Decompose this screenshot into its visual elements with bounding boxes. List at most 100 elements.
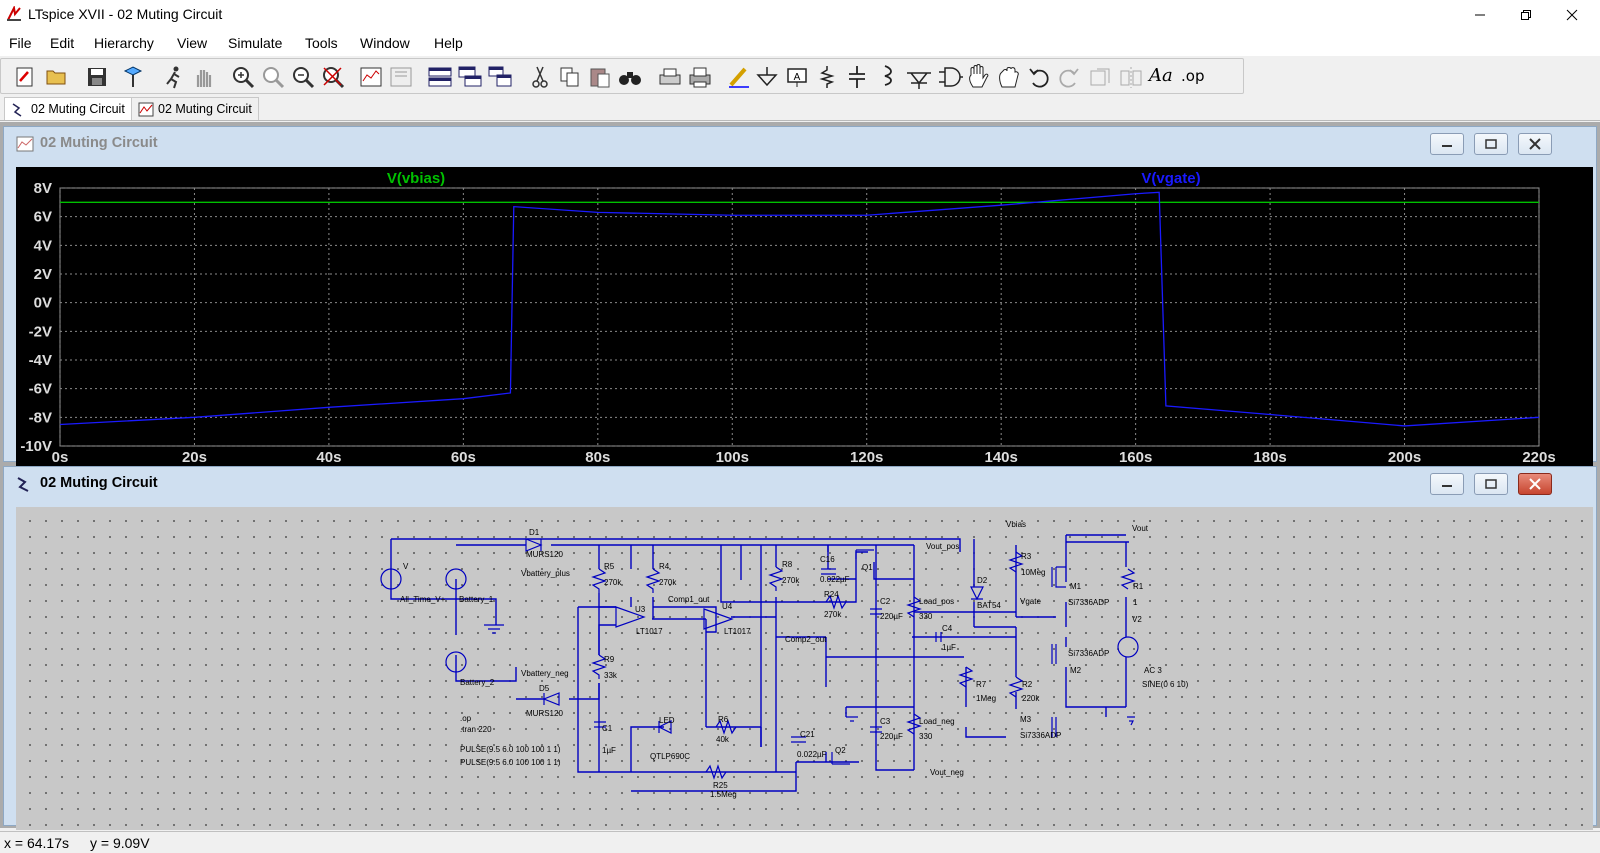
schematic-label: R4 (659, 562, 670, 571)
schematic-label: U3 (635, 605, 646, 614)
y-tick-label: 0V (34, 295, 52, 312)
close-button[interactable] (1549, 0, 1595, 30)
redo-icon[interactable] (1055, 63, 1083, 91)
schematic-maximize-button[interactable] (1474, 473, 1508, 495)
copy-icon[interactable] (556, 63, 584, 91)
y-tick-label: -2V (29, 323, 52, 340)
schematic-label: LED (659, 716, 675, 725)
schematic-label: Vgate (1020, 597, 1041, 606)
control-panel-icon[interactable] (119, 63, 147, 91)
schematic-labels: D1MURS120Vbattery_plusVAll_Time_V+Batter… (400, 520, 1189, 799)
waveform-minimize-button[interactable] (1430, 133, 1464, 155)
schematic-label: 270k (782, 576, 800, 585)
menu-tools[interactable]: Tools (305, 35, 338, 51)
schematic-label: Battery_2 (460, 678, 495, 687)
schematic-label: PULSE(9.5 6.0 100 100 1 1) (460, 745, 561, 754)
schematic-label: .tran 220 (460, 725, 492, 734)
tab-waveform[interactable]: 02 Muting Circuit (131, 97, 259, 120)
inductor-icon[interactable] (873, 63, 901, 91)
title-bar: LTspice XVII - 02 Muting Circuit (0, 0, 1600, 30)
schematic-label: 0.022µF (797, 750, 827, 759)
open-icon[interactable] (43, 63, 71, 91)
restore-button[interactable] (1503, 0, 1549, 30)
schematic-label: QTLP690C (650, 752, 690, 761)
capacitor-icon[interactable] (843, 63, 871, 91)
menu-view[interactable]: View (177, 35, 208, 51)
paste-icon[interactable] (586, 63, 614, 91)
waveform-maximize-button[interactable] (1474, 133, 1508, 155)
minimize-icon (1475, 14, 1485, 16)
plot-frame (59, 187, 1540, 447)
schematic-label: V2 (1132, 615, 1142, 624)
schematic-components (380, 538, 1139, 780)
save-icon[interactable] (83, 63, 111, 91)
zoom-in-icon[interactable] (229, 63, 257, 91)
tile-horizontal-icon[interactable] (426, 63, 454, 91)
menu-hierarchy[interactable]: Hierarchy (94, 35, 154, 51)
undo-icon[interactable] (1025, 63, 1053, 91)
draw-wire-icon[interactable] (725, 63, 753, 91)
run-icon[interactable] (159, 63, 187, 91)
waveform-window-icon (16, 136, 34, 152)
zoom-fit-icon[interactable] (319, 63, 347, 91)
cut-icon[interactable] (526, 63, 554, 91)
drag-icon[interactable] (995, 63, 1023, 91)
schematic-label: R5 (604, 562, 615, 571)
schematic-drawing[interactable]: D1MURS120Vbattery_plusVAll_Time_V+Batter… (16, 507, 1593, 830)
x-tick-label: 0s (52, 449, 69, 466)
autorange-icon[interactable] (357, 63, 385, 91)
menu-simulate[interactable]: Simulate (228, 35, 283, 51)
diode-icon[interactable] (905, 63, 933, 91)
schematic-label: Vbattery_neg (521, 669, 569, 678)
mirror-icon[interactable] (1117, 63, 1145, 91)
document-tabs: 02 Muting Circuit 02 Muting Circuit (0, 97, 1600, 121)
rotate-icon[interactable] (1087, 63, 1115, 91)
component-icon[interactable] (935, 63, 963, 91)
schematic-icon (12, 103, 22, 117)
waveform-close-button[interactable] (1518, 133, 1552, 155)
schematic-label: Q1 (862, 563, 873, 572)
menu-help[interactable]: Help (434, 35, 463, 51)
zoom-out-icon[interactable] (289, 63, 317, 91)
ground-icon[interactable] (753, 63, 781, 91)
minimize-button[interactable] (1457, 0, 1503, 30)
tile-vertical-icon[interactable] (456, 63, 484, 91)
menu-window[interactable]: Window (360, 35, 410, 51)
schematic-window-icon (17, 477, 29, 492)
schematic-label: Si7336ADP (1020, 731, 1061, 740)
plot-settings-icon[interactable] (387, 63, 415, 91)
close-icon (1566, 9, 1578, 21)
cursor-x-readout: x = 64.17s (4, 835, 69, 851)
menu-file[interactable]: File (9, 35, 32, 51)
schematic-label: 1µF (602, 746, 616, 755)
halt-icon[interactable] (189, 63, 217, 91)
schematic-minimize-button[interactable] (1430, 473, 1464, 495)
spice-directive-icon[interactable]: .op (1181, 67, 1205, 85)
schematic-label: R1 (1133, 582, 1144, 591)
move-icon[interactable] (965, 63, 993, 91)
x-tick-label: 100s (716, 449, 749, 466)
schematic-label: 10Meg (1021, 568, 1045, 577)
tab-schematic[interactable]: 02 Muting Circuit (4, 97, 132, 120)
minimize-icon (1442, 145, 1452, 147)
y-tick-label: 8V (34, 180, 52, 197)
cascade-icon[interactable] (486, 63, 514, 91)
schematic-label: PULSE(9.5 6.0 100 100 1 1) (460, 758, 561, 767)
schematic-close-button[interactable] (1518, 473, 1552, 495)
y-tick-label: -4V (29, 352, 52, 369)
x-tick-label: 140s (984, 449, 1017, 466)
schematic-label: LT1017 (636, 627, 663, 636)
resistor-icon[interactable] (813, 63, 841, 91)
find-icon[interactable] (616, 63, 644, 91)
print-icon[interactable] (686, 63, 714, 91)
print-setup-icon[interactable] (656, 63, 684, 91)
pan-icon[interactable] (259, 63, 287, 91)
schematic-label: C3 (880, 717, 891, 726)
label-net-icon[interactable]: A (783, 63, 811, 91)
menu-edit[interactable]: Edit (50, 35, 75, 51)
text-icon[interactable]: Aa (1149, 65, 1173, 86)
new-schematic-icon[interactable] (11, 63, 39, 91)
